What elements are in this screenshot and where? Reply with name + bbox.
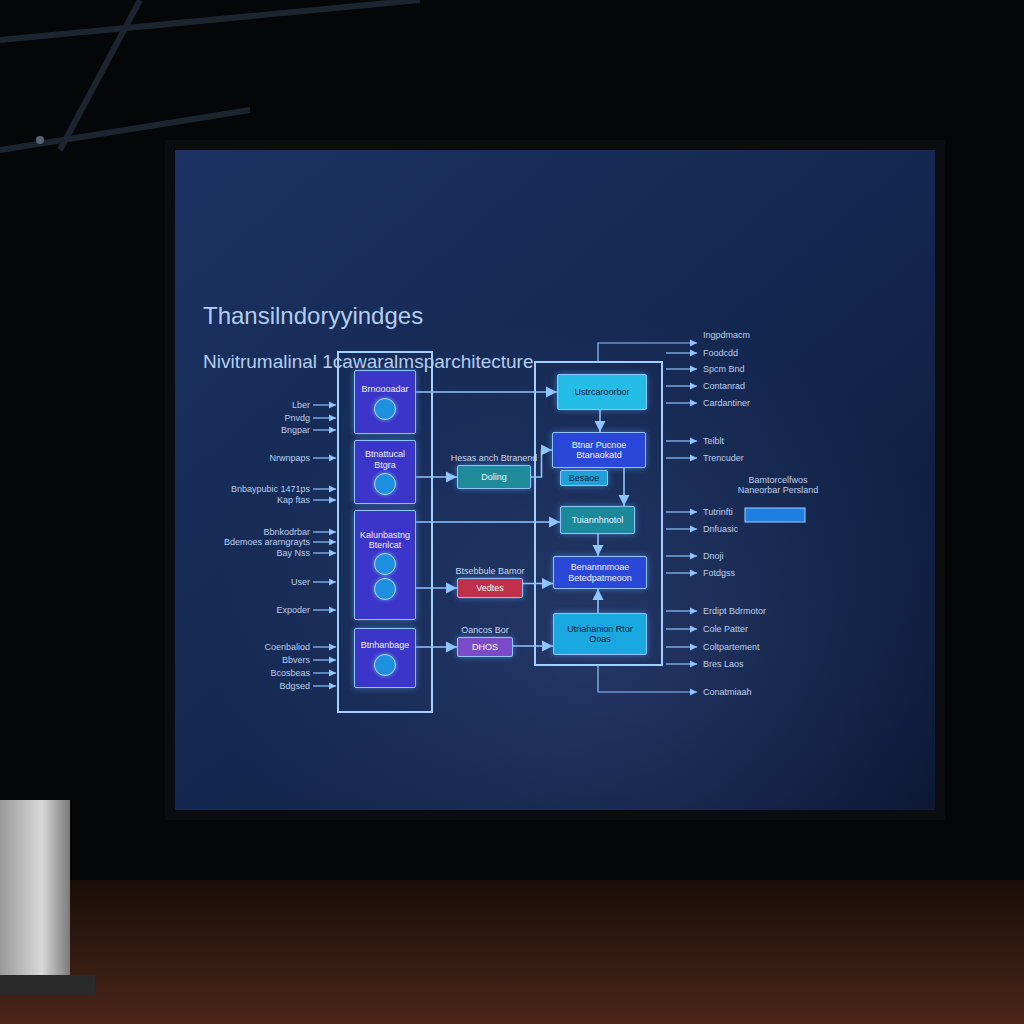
flow-arrow xyxy=(597,534,599,556)
annotation-label: Bamtorcelfwos Naneorbar Persland xyxy=(728,475,828,496)
annotation-label: Cardantiner xyxy=(703,398,750,408)
flow-arrow xyxy=(416,476,457,478)
annotation-label: Contanrad xyxy=(703,381,745,391)
column-frame xyxy=(535,362,662,665)
annotation-label: Fotdgss xyxy=(703,568,735,578)
annotation-label: Bbvers xyxy=(282,655,310,665)
flow-arrow xyxy=(416,391,557,393)
annotation-label: Teiblt xyxy=(703,436,724,446)
annotation-label: Expoder xyxy=(276,605,310,615)
annotation-label: Bbnkodrbar xyxy=(263,527,310,537)
annotation-label: Bdgsed xyxy=(279,681,310,691)
flow-arrow xyxy=(597,589,599,613)
leader-lines xyxy=(313,343,697,692)
process-box: Oancos BorDHOS xyxy=(457,637,513,657)
box-label: Tuiannhnotol xyxy=(572,515,624,525)
lectern xyxy=(0,800,70,990)
process-box: Btsebbule BamorVedtes xyxy=(457,578,523,598)
box-label: Kalunbastng Btenlcat xyxy=(358,530,412,551)
circle-icon xyxy=(374,578,396,600)
circle-icon xyxy=(374,654,396,676)
flow-arrow xyxy=(599,410,601,432)
box-label: Btnhanbage xyxy=(361,640,410,650)
annotation-label: Dnoji xyxy=(703,551,724,561)
process-box: Benannnmoae Betedpatmeoon xyxy=(553,556,647,589)
ceiling-light xyxy=(36,136,44,144)
flow-arrow xyxy=(416,646,457,648)
annotation-label: Bay Nss xyxy=(276,548,310,558)
box-label: Vedtes xyxy=(476,583,504,593)
column-frame xyxy=(338,352,432,712)
box-heading: Hesas anch Btranend xyxy=(451,453,538,463)
box-label: Btnar Pucnoe Btanaokatd xyxy=(556,440,642,461)
process-box: Ustrcaroorbor xyxy=(557,374,647,410)
annotation-label: User xyxy=(291,577,310,587)
flow-arrow xyxy=(623,468,625,506)
annotation-label: Kap ftas xyxy=(277,495,310,505)
circle-icon xyxy=(374,553,396,575)
box-label: Brnoooadar xyxy=(361,384,408,394)
process-box: Besaoe xyxy=(560,470,608,486)
flow-arrow xyxy=(416,587,457,589)
process-box: Kalunbastng Btenlcat xyxy=(354,510,416,620)
small-block xyxy=(745,508,805,522)
box-label: Doling xyxy=(481,472,507,482)
ceiling-beams xyxy=(0,0,420,150)
process-box: Btnhanbage xyxy=(354,628,416,688)
process-box: Utriahanion Rtor Ooas xyxy=(553,613,647,655)
box-label: Benannnmoae Betedpatmeoon xyxy=(557,562,643,583)
box-label: DHOS xyxy=(472,642,498,652)
screen-frame xyxy=(165,140,945,820)
process-box: Hesas anch BtranendDoling xyxy=(457,465,531,489)
annotation-label: Pnvdg xyxy=(284,413,310,423)
box-label: Utriahanion Rtor Ooas xyxy=(557,624,643,645)
annotation-label: Coenbaliod xyxy=(264,642,310,652)
flow-arrow xyxy=(416,521,560,523)
box-label: Ustrcaroorbor xyxy=(574,387,629,397)
annotation-label: Tutrinfti xyxy=(703,507,733,517)
flow-arrow xyxy=(523,583,553,585)
annotation-label: Spcm Bnd xyxy=(703,364,745,374)
process-box: Btnattucal Btgra xyxy=(354,440,416,504)
annotation-label: Ingpdmacm xyxy=(703,330,750,340)
annotation-label: Coltpartement xyxy=(703,642,760,652)
annotation-label: Cole Patter xyxy=(703,624,748,634)
annotation-label: Bngpar xyxy=(281,425,310,435)
annotation-label: Bres Laos xyxy=(703,659,744,669)
annotation-label: Foodcdd xyxy=(703,348,738,358)
circle-icon xyxy=(374,473,396,495)
box-label: Btnattucal Btgra xyxy=(358,449,412,470)
box-heading: Oancos Bor xyxy=(461,625,509,635)
annotation-label: Lber xyxy=(292,400,310,410)
slide-title: Thansilndoryyindges xyxy=(203,302,423,330)
annotation-label: Bdemoes ararngrayts xyxy=(224,537,310,547)
annotation-label: Nrwnpaps xyxy=(269,453,310,463)
process-box: Btnar Pucnoe Btanaokatd xyxy=(552,432,646,468)
flow-arrow xyxy=(513,645,553,647)
annotation-label: Trencuder xyxy=(703,453,744,463)
annotation-label: Conatmiaah xyxy=(703,687,752,697)
stage-floor xyxy=(0,880,1024,1024)
box-heading: Btsebbule Bamor xyxy=(455,566,524,576)
lectern-base xyxy=(0,975,95,995)
circle-icon xyxy=(374,398,396,420)
annotation-label: Bnbaypubic 1471ps xyxy=(231,484,310,494)
annotation-label: Erdipt Bdrmotor xyxy=(703,606,766,616)
annotation-label: Dnfuasic xyxy=(703,524,738,534)
screen-glow xyxy=(175,150,935,810)
box-label: Besaoe xyxy=(569,473,600,483)
slide-subtitle: Nivitrumalinal 1cawaralmsparchitecture xyxy=(203,351,534,373)
projection-screen xyxy=(175,150,935,810)
process-box: Tuiannhnotol xyxy=(560,506,635,534)
annotation-label: Bcosbeas xyxy=(270,668,310,678)
process-box: Brnoooadar xyxy=(354,370,416,434)
